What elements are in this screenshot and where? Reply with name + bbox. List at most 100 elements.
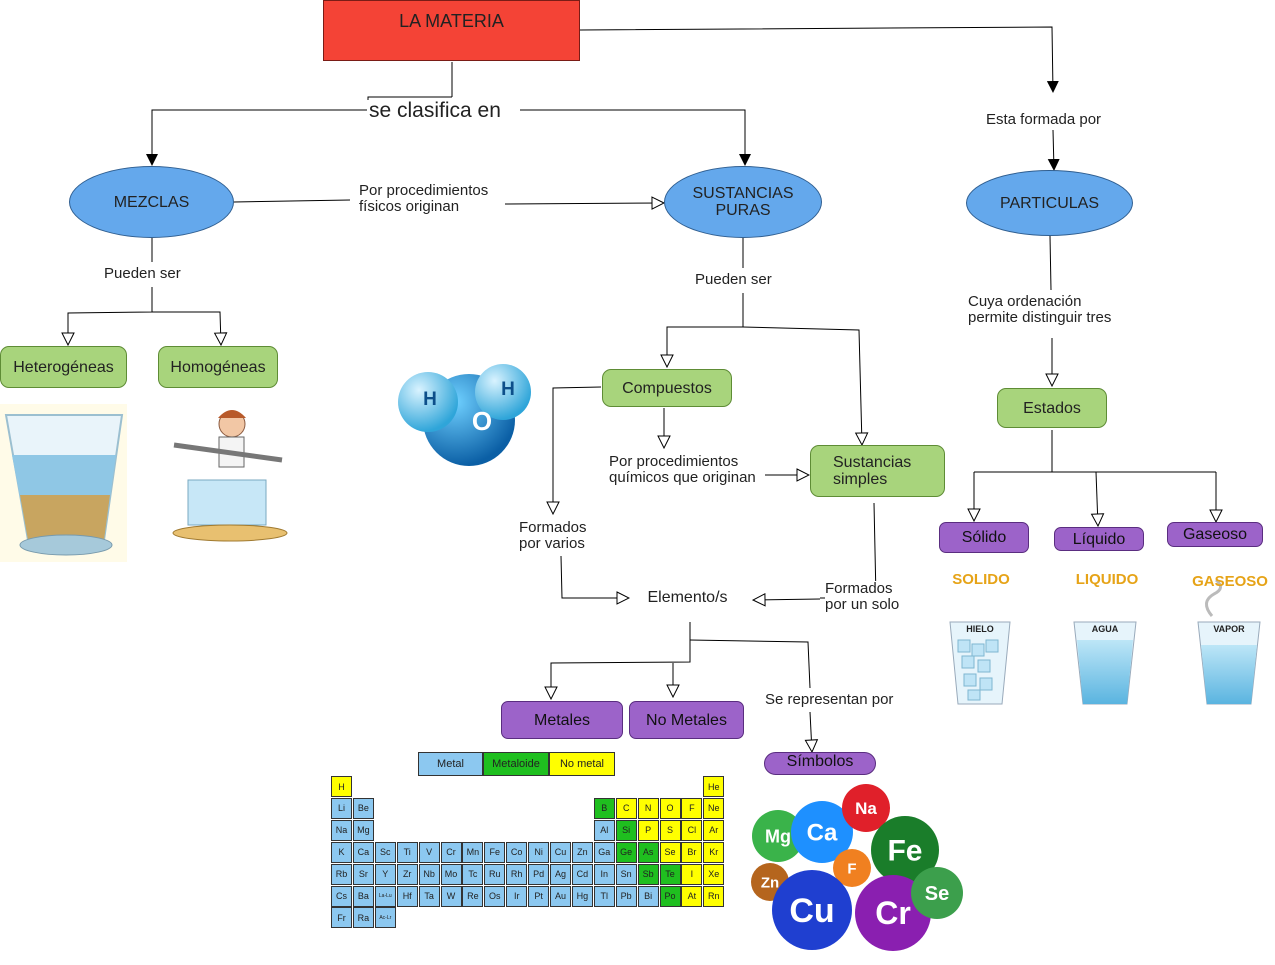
symbol-ball-label: F	[847, 860, 856, 877]
element-cell: Ge	[615, 841, 637, 863]
node-elementos[interactable]: Elemento/s	[647, 588, 728, 606]
label-formados-por-un-solo: Formados por un solo	[825, 580, 900, 613]
element-cell: Sn	[615, 863, 637, 885]
element-cell: Ru	[484, 863, 506, 885]
node-metales[interactable]: Metales	[501, 701, 623, 739]
element-cell: Pd	[528, 863, 550, 885]
element-cell: In	[593, 863, 615, 885]
symbol-ball	[911, 867, 963, 919]
symbol-ball	[842, 784, 890, 832]
element-cell: O	[659, 797, 681, 819]
state-title-liquido: LIQUIDO	[1075, 570, 1139, 588]
molecule-o: O	[471, 405, 493, 436]
element-cell: Li	[331, 797, 352, 819]
symbol-ball	[752, 810, 804, 862]
element-cell: Xe	[703, 863, 725, 885]
water-molecule-illustration	[398, 364, 531, 466]
node-compuestos[interactable]: Compuestos	[602, 369, 732, 407]
element-cell: Y	[374, 863, 396, 885]
element-cell: Mg	[352, 819, 374, 841]
element-cell: Pb	[615, 885, 637, 907]
symbol-ball-label: Cr	[875, 895, 911, 931]
element-cell: La-Lu	[374, 885, 396, 907]
element-cell: S	[659, 819, 681, 841]
symbol-ball	[791, 801, 853, 863]
symbol-ball-label: Se	[925, 883, 949, 905]
element-cell: Fr	[331, 907, 352, 929]
symbol-ball-label: Fe	[887, 835, 922, 868]
node-solido[interactable]: Sólido	[939, 522, 1029, 553]
node-sustancias-simples[interactable]: Sustancias simples	[810, 445, 945, 497]
element-cell: Nb	[418, 863, 440, 885]
element-cell: Po	[659, 885, 681, 907]
state-title-solido: SOLIDO	[952, 570, 1010, 588]
element-cell: Ca	[352, 841, 374, 863]
label-se-representan-por: Se representan por	[765, 691, 894, 708]
node-gaseoso[interactable]: Gaseoso	[1167, 522, 1263, 547]
node-homogeneas[interactable]: Homogéneas	[158, 346, 278, 388]
element-cell: K	[331, 841, 352, 863]
symbol-ball-label: Cu	[789, 892, 834, 930]
element-cell: Bi	[637, 885, 659, 907]
legend-metal: Metal	[418, 752, 483, 776]
element-cell: Os	[484, 885, 506, 907]
node-mezclas[interactable]: MEZCLAS	[69, 166, 234, 238]
element-cell: Be	[352, 797, 374, 819]
title-box: LA MATERIA	[323, 0, 580, 61]
element-cell: H	[331, 776, 352, 797]
element-cell: Fe	[484, 841, 506, 863]
symbol-ball-label: Ca	[807, 819, 838, 846]
label-esta-formada-por: Esta formada por	[986, 111, 1102, 128]
symbol-ball-label: Na	[855, 799, 877, 818]
element-cell: V	[418, 841, 440, 863]
element-cell: Ac-Lr	[374, 907, 396, 929]
node-particulas[interactable]: PARTICULAS	[966, 170, 1133, 236]
element-cell: W	[440, 885, 462, 907]
element-cell: Cu	[550, 841, 571, 863]
homogeneous-illustration	[172, 410, 288, 542]
element-cell: Au	[550, 885, 571, 907]
title-text: LA MATERIA	[399, 11, 504, 31]
symbol-ball	[833, 849, 871, 887]
element-cell: Ne	[703, 797, 725, 819]
element-cell: Pt	[528, 885, 550, 907]
element-cell: Mn	[462, 841, 484, 863]
symbol-ball-label: Mg	[765, 826, 791, 846]
element-cell: Na	[331, 819, 352, 841]
label-formados-por-varios: Formados por varios	[519, 519, 587, 552]
molecule-h-left: H	[423, 388, 437, 410]
element-cell: Hg	[571, 885, 593, 907]
element-cell: Se	[659, 841, 681, 863]
node-estados[interactable]: Estados	[997, 388, 1107, 428]
element-cell: Ta	[418, 885, 440, 907]
element-cell: Sr	[352, 863, 374, 885]
symbol-ball-label: Zn	[761, 874, 779, 891]
state-cups-illustration	[949, 578, 1261, 705]
element-cell: Kr	[703, 841, 725, 863]
element-cell: Si	[615, 819, 637, 841]
element-cell: Ti	[396, 841, 418, 863]
label-se-clasifica-en: se clasifica en	[367, 99, 503, 122]
cup-label-hielo: HIELO	[966, 624, 994, 634]
node-liquido[interactable]: Líquido	[1054, 527, 1144, 551]
element-cell: Ar	[703, 819, 725, 841]
element-cell: He	[703, 776, 725, 797]
element-cell: F	[681, 797, 703, 819]
element-cell: Hf	[396, 885, 418, 907]
cup-label-vapor: VAPOR	[1213, 624, 1245, 634]
node-sustancias-puras[interactable]: SUSTANCIAS PURAS	[664, 166, 822, 238]
node-simbolos[interactable]: Símbolos	[764, 752, 876, 775]
element-cell: Ir	[506, 885, 528, 907]
node-heterogeneas[interactable]: Heterogéneas	[0, 346, 127, 388]
element-cell: I	[681, 863, 703, 885]
node-no-metales[interactable]: No Metales	[629, 701, 744, 739]
element-cell: Cr	[440, 841, 462, 863]
label-pueden-ser-sustancias: Pueden ser	[695, 271, 772, 288]
element-cell: Tl	[593, 885, 615, 907]
element-cell: Ga	[593, 841, 615, 863]
element-cell: As	[637, 841, 659, 863]
element-cell: Sc	[374, 841, 396, 863]
label-procedimientos-quimicos: Por procedimientos químicos que originan	[609, 453, 756, 486]
element-cell: Ra	[352, 907, 374, 929]
